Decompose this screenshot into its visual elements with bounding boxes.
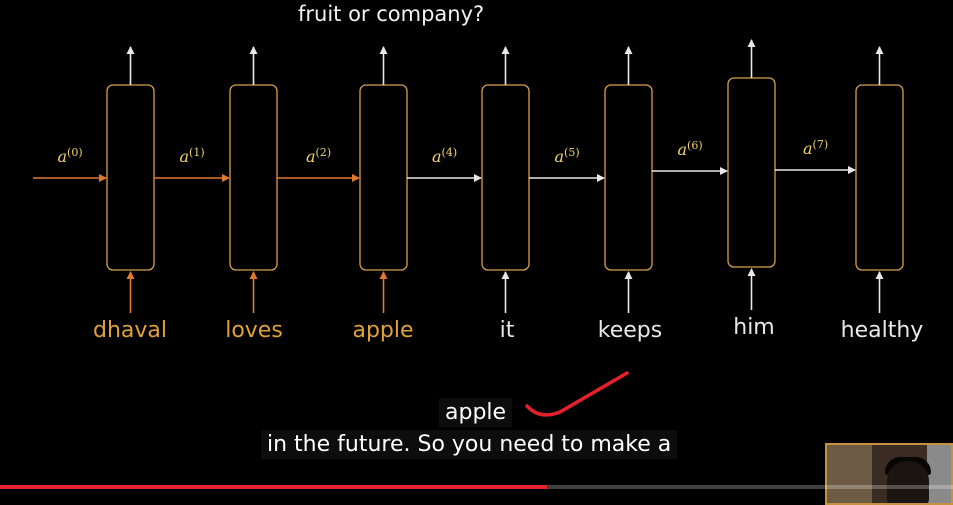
slide-title: fruit or company? — [298, 2, 485, 26]
red-check-mark — [525, 371, 629, 417]
word-apple: apple — [352, 318, 414, 343]
rnn-cell-2 — [359, 84, 408, 271]
activation-label-6: a(7) — [803, 138, 828, 158]
rnn-cell-4 — [604, 84, 653, 271]
video-progress-bar[interactable] — [0, 485, 953, 489]
word-dhaval: dhaval — [92, 318, 168, 343]
word-him: him — [733, 315, 775, 340]
rnn-cell-0 — [106, 84, 155, 271]
activation-label-1: a(1) — [180, 146, 205, 166]
activation-label-3: a(4) — [432, 146, 457, 166]
presenter-webcam-thumbnail — [825, 443, 953, 505]
activation-label-2: a(2) — [306, 146, 331, 166]
rnn-cell-1 — [229, 84, 278, 271]
rnn-cell-5 — [727, 77, 776, 268]
rnn-cell-3 — [481, 84, 530, 271]
caption-line-2: in the future. So you need to make a — [261, 430, 678, 459]
video-progress-played — [0, 485, 548, 489]
activation-label-5: a(6) — [678, 139, 703, 159]
word-loves: loves — [225, 318, 283, 343]
activation-label-0: a(0) — [58, 146, 83, 166]
rnn-cell-6 — [855, 84, 904, 271]
activation-label-4: a(5) — [555, 146, 580, 166]
word-healthy: healthy — [840, 318, 924, 343]
word-keeps: keeps — [597, 318, 663, 343]
caption-line-1: apple — [439, 398, 513, 427]
word-it: it — [499, 318, 515, 343]
